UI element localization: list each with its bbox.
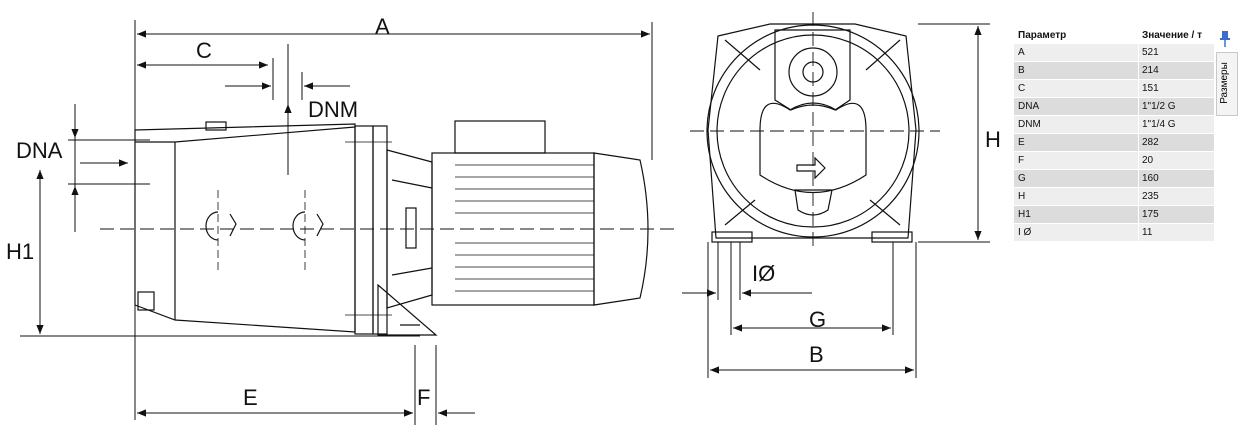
- param-cell: DNA: [1018, 101, 1040, 112]
- param-cell: H1: [1018, 209, 1031, 220]
- value-cell: 521: [1142, 47, 1159, 58]
- param-cell: G: [1018, 173, 1026, 184]
- value-cell: 175: [1142, 209, 1159, 220]
- table-row: B 214: [1014, 62, 1214, 80]
- header-param: Параметр: [1018, 30, 1067, 41]
- side-tab-label: Размеры: [1219, 62, 1230, 104]
- dimensions-table: Параметр Значение / т A 521 B 214 C 151 DNA…: [1014, 26, 1236, 242]
- label-H1: H1: [6, 239, 34, 264]
- param-cell: F: [1018, 155, 1025, 166]
- label-IO: IØ: [752, 261, 775, 286]
- header-value: Значение / т: [1142, 30, 1202, 41]
- table-row: C 151: [1014, 80, 1214, 98]
- table-row: A 521: [1014, 44, 1214, 62]
- value-cell: 20: [1142, 155, 1154, 166]
- label-DNM: DNM: [308, 97, 358, 122]
- label-A: A: [375, 14, 390, 39]
- value-cell: 1"1/4 G: [1142, 119, 1176, 130]
- table-row: H 235: [1014, 188, 1214, 206]
- value-cell: 282: [1142, 137, 1159, 148]
- label-F: F: [417, 385, 430, 410]
- value-cell: 11: [1142, 227, 1153, 238]
- label-G: G: [809, 307, 826, 332]
- value-cell: 235: [1142, 191, 1159, 202]
- label-E: E: [243, 385, 258, 410]
- param-cell: E: [1018, 137, 1025, 148]
- param-cell: B: [1018, 65, 1025, 76]
- table-row: DNM 1"1/4 G: [1014, 116, 1214, 134]
- label-C: C: [196, 38, 212, 63]
- table-row: I Ø 11: [1014, 224, 1214, 242]
- table-row: G 160: [1014, 170, 1214, 188]
- label-H: H: [985, 127, 1001, 152]
- table-rows: A 521 B 214 C 151 DNA 1"1/2 G DNM 1"1/4 G E 28…: [1014, 44, 1214, 242]
- value-cell: 160: [1142, 173, 1159, 184]
- param-cell: DNM: [1018, 119, 1041, 130]
- table-row: DNA 1"1/2 G: [1014, 98, 1214, 116]
- side-tab-dimensions[interactable]: Размеры: [1216, 52, 1238, 116]
- side-view: [100, 120, 680, 336]
- value-cell: 214: [1142, 65, 1159, 76]
- param-cell: H: [1018, 191, 1026, 202]
- param-cell: A: [1018, 47, 1025, 58]
- value-cell: 151: [1142, 83, 1159, 94]
- label-DNA: DNA: [16, 138, 63, 163]
- side-dimensions: [20, 20, 653, 425]
- pin-icon[interactable]: [1214, 28, 1236, 50]
- table-header: Параметр Значение / т: [1014, 26, 1214, 44]
- param-cell: C: [1018, 83, 1026, 94]
- param-cell: I Ø: [1018, 227, 1032, 238]
- label-B: B: [809, 342, 824, 367]
- table-row: E 282: [1014, 134, 1214, 152]
- front-view: [690, 12, 940, 250]
- table-row: F 20: [1014, 152, 1214, 170]
- table-row: H1 175: [1014, 206, 1214, 224]
- value-cell: 1"1/2 G: [1142, 101, 1176, 112]
- front-dimensions: [682, 23, 990, 378]
